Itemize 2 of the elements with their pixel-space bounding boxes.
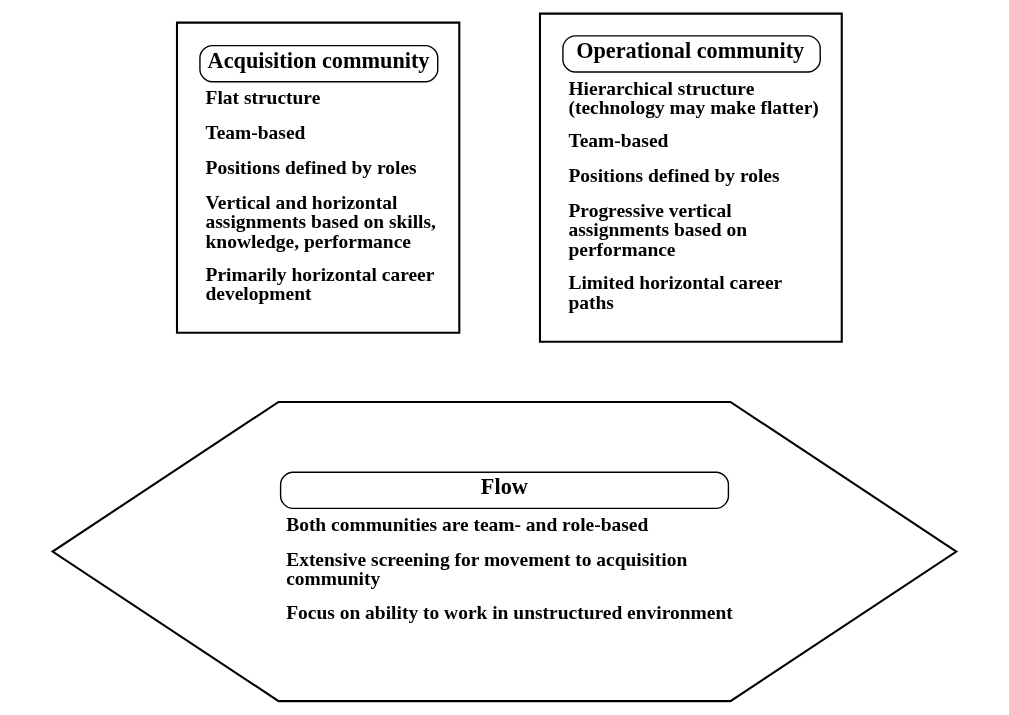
node-box: Operational community Hierarchical structure (technology may make flatter) Team-based Positions defined by roles Progressive vertical assignments based on performance Limited horizontal career paths: [538, 12, 843, 343]
node-box: Acquisition community Flat structure Team-based Positions defined by roles Vertical and horizontal assignments based on skills, knowledge, performance Primarily horizontal career development: [175, 21, 461, 334]
